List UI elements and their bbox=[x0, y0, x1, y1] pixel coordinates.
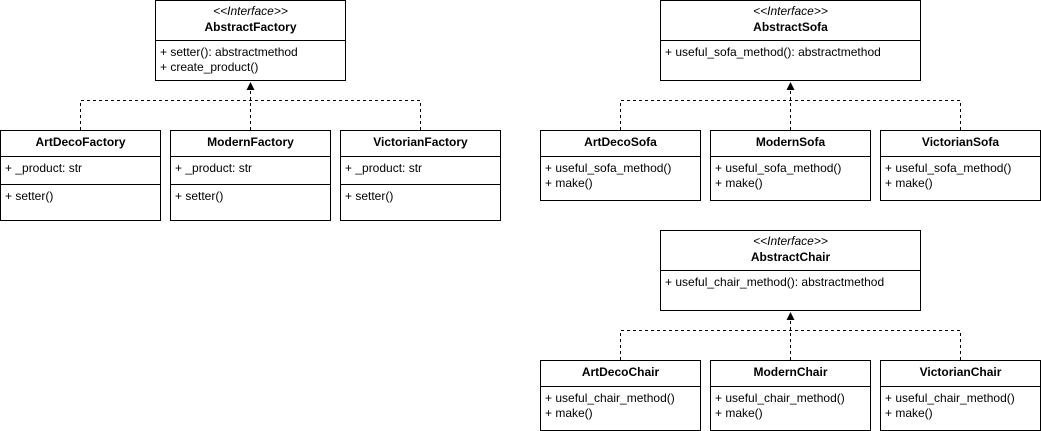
edge-victorian-factory bbox=[250, 100, 421, 130]
class-header: <<Interface>> AbstractSofa bbox=[661, 1, 920, 41]
class-victorian-factory[interactable]: VictorianFactory + _product: str + sette… bbox=[340, 130, 501, 221]
stereotype-label: <<Interface>> bbox=[753, 4, 828, 18]
method: + setter() bbox=[175, 189, 224, 203]
class-name: ModernSofa bbox=[755, 135, 826, 149]
edge-victorian-sofa bbox=[790, 100, 961, 130]
attribute: + _product: str bbox=[175, 161, 253, 175]
class-header: <<Interface>> AbstractFactory bbox=[156, 1, 345, 41]
methods-section: + setter() bbox=[341, 184, 500, 204]
class-header: VictorianSofa bbox=[881, 131, 1040, 157]
method: + useful_chair_method() bbox=[715, 391, 845, 405]
class-art-deco-factory[interactable]: ArtDecoFactory + _product: str + setter(… bbox=[0, 130, 161, 221]
class-header: VictorianFactory bbox=[341, 131, 500, 157]
class-victorian-chair[interactable]: VictorianChair + useful_chair_method() +… bbox=[880, 360, 1041, 431]
methods-section: + setter() bbox=[171, 184, 330, 204]
edge-victorian-chair bbox=[790, 330, 961, 360]
methods-section: + setter() bbox=[1, 184, 160, 204]
class-name: VictorianChair bbox=[919, 365, 1002, 379]
class-abstract-sofa[interactable]: <<Interface>> AbstractSofa + useful_sofa… bbox=[660, 0, 921, 81]
method: + useful_chair_method() bbox=[885, 391, 1015, 405]
class-art-deco-chair[interactable]: ArtDecoChair + useful_chair_method() + m… bbox=[540, 360, 701, 431]
class-header: ModernSofa bbox=[711, 131, 870, 157]
method: + make() bbox=[715, 176, 763, 190]
methods-section: + useful_chair_method(): abstractmethod bbox=[661, 271, 920, 290]
class-name: AbstractChair bbox=[750, 250, 831, 264]
methods-section: + useful_chair_method() + make() bbox=[881, 387, 1040, 421]
methods-section: + useful_sofa_method() + make() bbox=[881, 157, 1040, 191]
class-header: <<Interface>> AbstractChair bbox=[661, 231, 920, 271]
attributes-section: + _product: str bbox=[341, 157, 500, 184]
method: + setter() bbox=[345, 189, 394, 203]
methods-section: + useful_chair_method() + make() bbox=[711, 387, 870, 421]
class-modern-sofa[interactable]: ModernSofa + useful_sofa_method() + make… bbox=[710, 130, 871, 201]
method: + useful_sofa_method() bbox=[885, 161, 1012, 175]
class-name: AbstractFactory bbox=[204, 20, 297, 34]
method: + useful_chair_method(): abstractmethod bbox=[665, 275, 885, 289]
attribute: + _product: str bbox=[5, 161, 83, 175]
edge-art-deco-factory bbox=[80, 100, 251, 130]
method: + make() bbox=[885, 406, 933, 420]
attribute: + _product: str bbox=[345, 161, 423, 175]
method: + make() bbox=[885, 176, 933, 190]
class-name: ArtDecoSofa bbox=[584, 135, 657, 149]
methods-section: + useful_sofa_method(): abstractmethod bbox=[661, 41, 920, 60]
methods-section: + useful_sofa_method() + make() bbox=[541, 157, 700, 191]
class-abstract-chair[interactable]: <<Interface>> AbstractChair + useful_cha… bbox=[660, 230, 921, 311]
class-modern-factory[interactable]: ModernFactory + _product: str + setter() bbox=[170, 130, 331, 221]
class-modern-chair[interactable]: ModernChair + useful_chair_method() + ma… bbox=[710, 360, 871, 431]
method: + create_product() bbox=[160, 60, 259, 74]
class-header: ArtDecoSofa bbox=[541, 131, 700, 157]
method: + useful_sofa_method(): abstractmethod bbox=[665, 45, 881, 59]
class-header: ModernFactory bbox=[171, 131, 330, 157]
method: + setter() bbox=[5, 189, 54, 203]
class-name: ArtDecoFactory bbox=[35, 135, 126, 149]
class-name: AbstractSofa bbox=[753, 20, 828, 34]
class-abstract-factory[interactable]: <<Interface>> AbstractFactory + setter()… bbox=[155, 0, 346, 81]
attributes-section: + _product: str bbox=[171, 157, 330, 184]
method: + useful_sofa_method() bbox=[715, 161, 842, 175]
method: + setter(): abstractmethod bbox=[160, 45, 298, 59]
methods-section: + useful_sofa_method() + make() bbox=[711, 157, 870, 191]
class-name: ArtDecoChair bbox=[581, 365, 660, 379]
stereotype-label: <<Interface>> bbox=[213, 4, 288, 18]
method: + useful_chair_method() bbox=[545, 391, 675, 405]
class-name: VictorianSofa bbox=[921, 135, 1000, 149]
methods-section: + setter(): abstractmethod + create_prod… bbox=[156, 41, 345, 75]
attributes-section: + _product: str bbox=[1, 157, 160, 184]
class-name: VictorianFactory bbox=[373, 135, 468, 149]
class-name: ModernFactory bbox=[207, 135, 294, 149]
class-header: ArtDecoChair bbox=[541, 361, 700, 387]
method: + useful_sofa_method() bbox=[545, 161, 672, 175]
class-header: ModernChair bbox=[711, 361, 870, 387]
edge-art-deco-sofa bbox=[620, 100, 791, 130]
class-victorian-sofa[interactable]: VictorianSofa + useful_sofa_method() + m… bbox=[880, 130, 1041, 201]
methods-section: + useful_chair_method() + make() bbox=[541, 387, 700, 421]
class-name: ModernChair bbox=[753, 365, 828, 379]
class-header: VictorianChair bbox=[881, 361, 1040, 387]
method: + make() bbox=[545, 406, 593, 420]
method: + make() bbox=[545, 176, 593, 190]
class-header: ArtDecoFactory bbox=[1, 131, 160, 157]
stereotype-label: <<Interface>> bbox=[753, 234, 828, 248]
edge-art-deco-chair bbox=[620, 330, 791, 360]
method: + make() bbox=[715, 406, 763, 420]
class-art-deco-sofa[interactable]: ArtDecoSofa + useful_sofa_method() + mak… bbox=[540, 130, 701, 201]
